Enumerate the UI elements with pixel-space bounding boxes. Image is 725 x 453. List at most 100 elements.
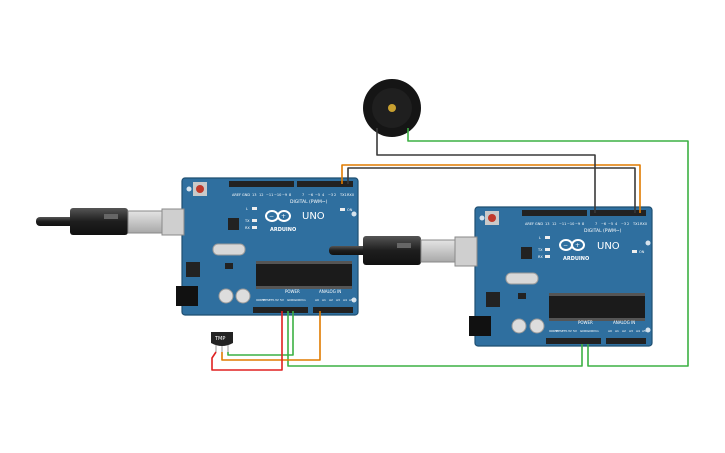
led-rx-label-right: RX xyxy=(538,255,543,259)
svg-text:13: 13 xyxy=(545,222,549,226)
svg-text:A5: A5 xyxy=(349,298,353,302)
svg-text:A1: A1 xyxy=(615,329,619,333)
digital-header-right[interactable] xyxy=(522,210,646,216)
svg-text:A2: A2 xyxy=(329,298,333,302)
led-tx-label-left: TX xyxy=(244,219,250,223)
wire-black-buzzer-gnd[interactable] xyxy=(376,128,596,213)
digital-label-left: DIGITAL (PWM~) xyxy=(290,199,328,205)
wire-green-sensor-gnd[interactable] xyxy=(227,311,294,356)
svg-text:8: 8 xyxy=(289,193,291,197)
svg-text:Vin: Vin xyxy=(594,329,599,333)
arduino-logo-right: − + xyxy=(559,239,585,251)
usb-cable-right[interactable] xyxy=(329,236,478,267)
power-label-right: POWER xyxy=(578,320,593,325)
tmp-sensor-label: TMP xyxy=(214,336,225,342)
svg-text:−: − xyxy=(563,242,568,249)
power-jack-left[interactable] xyxy=(176,286,198,306)
svg-text:7: 7 xyxy=(302,193,304,197)
svg-text:RX0: RX0 xyxy=(347,193,354,197)
svg-text:A3: A3 xyxy=(336,298,340,302)
svg-text:5V: 5V xyxy=(573,329,578,333)
wire-red-sensor-vcc[interactable] xyxy=(211,311,283,371)
svg-text:IOREF: IOREF xyxy=(549,329,558,333)
piezo-buzzer[interactable] xyxy=(363,79,421,137)
capacitors-right xyxy=(511,318,545,334)
svg-text:A0: A0 xyxy=(608,329,612,333)
svg-text:RESET: RESET xyxy=(263,298,273,302)
svg-text:3.3V: 3.3V xyxy=(272,298,280,302)
usb-cable-left[interactable] xyxy=(36,208,185,236)
digital-header-left[interactable] xyxy=(229,181,353,187)
svg-text:4: 4 xyxy=(615,222,618,226)
crystal-right xyxy=(505,272,539,285)
svg-text:GND: GND xyxy=(535,222,543,226)
led-l-label-right: L xyxy=(539,236,541,240)
status-leds-right xyxy=(545,236,637,258)
led-tx-label-right: TX xyxy=(537,248,543,252)
status-leds-left xyxy=(252,207,345,229)
svg-text:TX1: TX1 xyxy=(632,222,640,226)
svg-text:~10: ~10 xyxy=(274,193,281,197)
svg-text:~3: ~3 xyxy=(328,193,333,197)
power-header-right[interactable] xyxy=(546,338,646,344)
svg-text:~5: ~5 xyxy=(608,222,613,226)
small-chip-right xyxy=(518,293,526,299)
svg-text:~9: ~9 xyxy=(282,193,287,197)
power-header-left[interactable] xyxy=(253,307,353,313)
svg-text:~3: ~3 xyxy=(621,222,626,226)
svg-text:2: 2 xyxy=(627,222,629,226)
model-label-left: UNO xyxy=(302,211,325,222)
svg-text:~10: ~10 xyxy=(567,222,574,226)
svg-text:~6: ~6 xyxy=(601,222,606,226)
svg-text:GND: GND xyxy=(294,298,302,302)
svg-text:TX1: TX1 xyxy=(339,193,347,197)
wire-orange-sensor-signal[interactable] xyxy=(221,311,321,361)
voltage-regulator-left xyxy=(186,262,200,277)
led-rx-label-left: RX xyxy=(245,226,250,230)
svg-text:A5: A5 xyxy=(642,329,646,333)
brand-label-right: ARDUINO xyxy=(563,256,589,262)
svg-text:~6: ~6 xyxy=(308,193,313,197)
svg-text:A4: A4 xyxy=(636,329,640,333)
svg-text:A4: A4 xyxy=(343,298,347,302)
atmega-chip-right xyxy=(549,293,645,321)
reset-button-left[interactable] xyxy=(193,182,207,196)
svg-text:7: 7 xyxy=(595,222,597,226)
wire-orange-serial-a[interactable] xyxy=(341,164,641,213)
brand-label-left: ARDUINO xyxy=(270,227,296,233)
tmp-sensor[interactable]: TMP xyxy=(211,332,233,352)
reset-button-right[interactable] xyxy=(485,211,499,225)
svg-text:−: − xyxy=(269,213,274,220)
crystal-left xyxy=(212,243,246,256)
voltage-regulator-right xyxy=(486,292,500,307)
analog-label-left: ANALOG IN xyxy=(319,289,341,294)
power-jack-right[interactable] xyxy=(469,316,491,336)
led-on-label-left: ON xyxy=(347,208,353,212)
wire-green-buzzer[interactable] xyxy=(407,128,689,367)
svg-text:+: + xyxy=(575,242,580,249)
svg-text:3.3V: 3.3V xyxy=(565,329,573,333)
wire-green-power-link[interactable] xyxy=(287,311,583,367)
led-on-label-right: ON xyxy=(639,250,645,254)
svg-text:+: + xyxy=(281,213,286,220)
svg-text:A0: A0 xyxy=(315,298,319,302)
atmega-chip-left xyxy=(256,261,352,289)
svg-text:~11: ~11 xyxy=(559,222,566,226)
power-label-left: POWER xyxy=(285,289,300,294)
wire-black-serial-b[interactable] xyxy=(347,167,636,213)
led-l-label-left: L xyxy=(246,207,248,211)
svg-text:12: 12 xyxy=(552,222,556,226)
svg-text:GND: GND xyxy=(587,329,595,333)
svg-text:Vin: Vin xyxy=(301,298,306,302)
svg-text:13: 13 xyxy=(252,193,256,197)
svg-text:A2: A2 xyxy=(622,329,626,333)
svg-text:RX0: RX0 xyxy=(640,222,647,226)
svg-text:12: 12 xyxy=(259,193,263,197)
svg-text:AREF: AREF xyxy=(525,222,534,226)
svg-text:GND: GND xyxy=(242,193,250,197)
